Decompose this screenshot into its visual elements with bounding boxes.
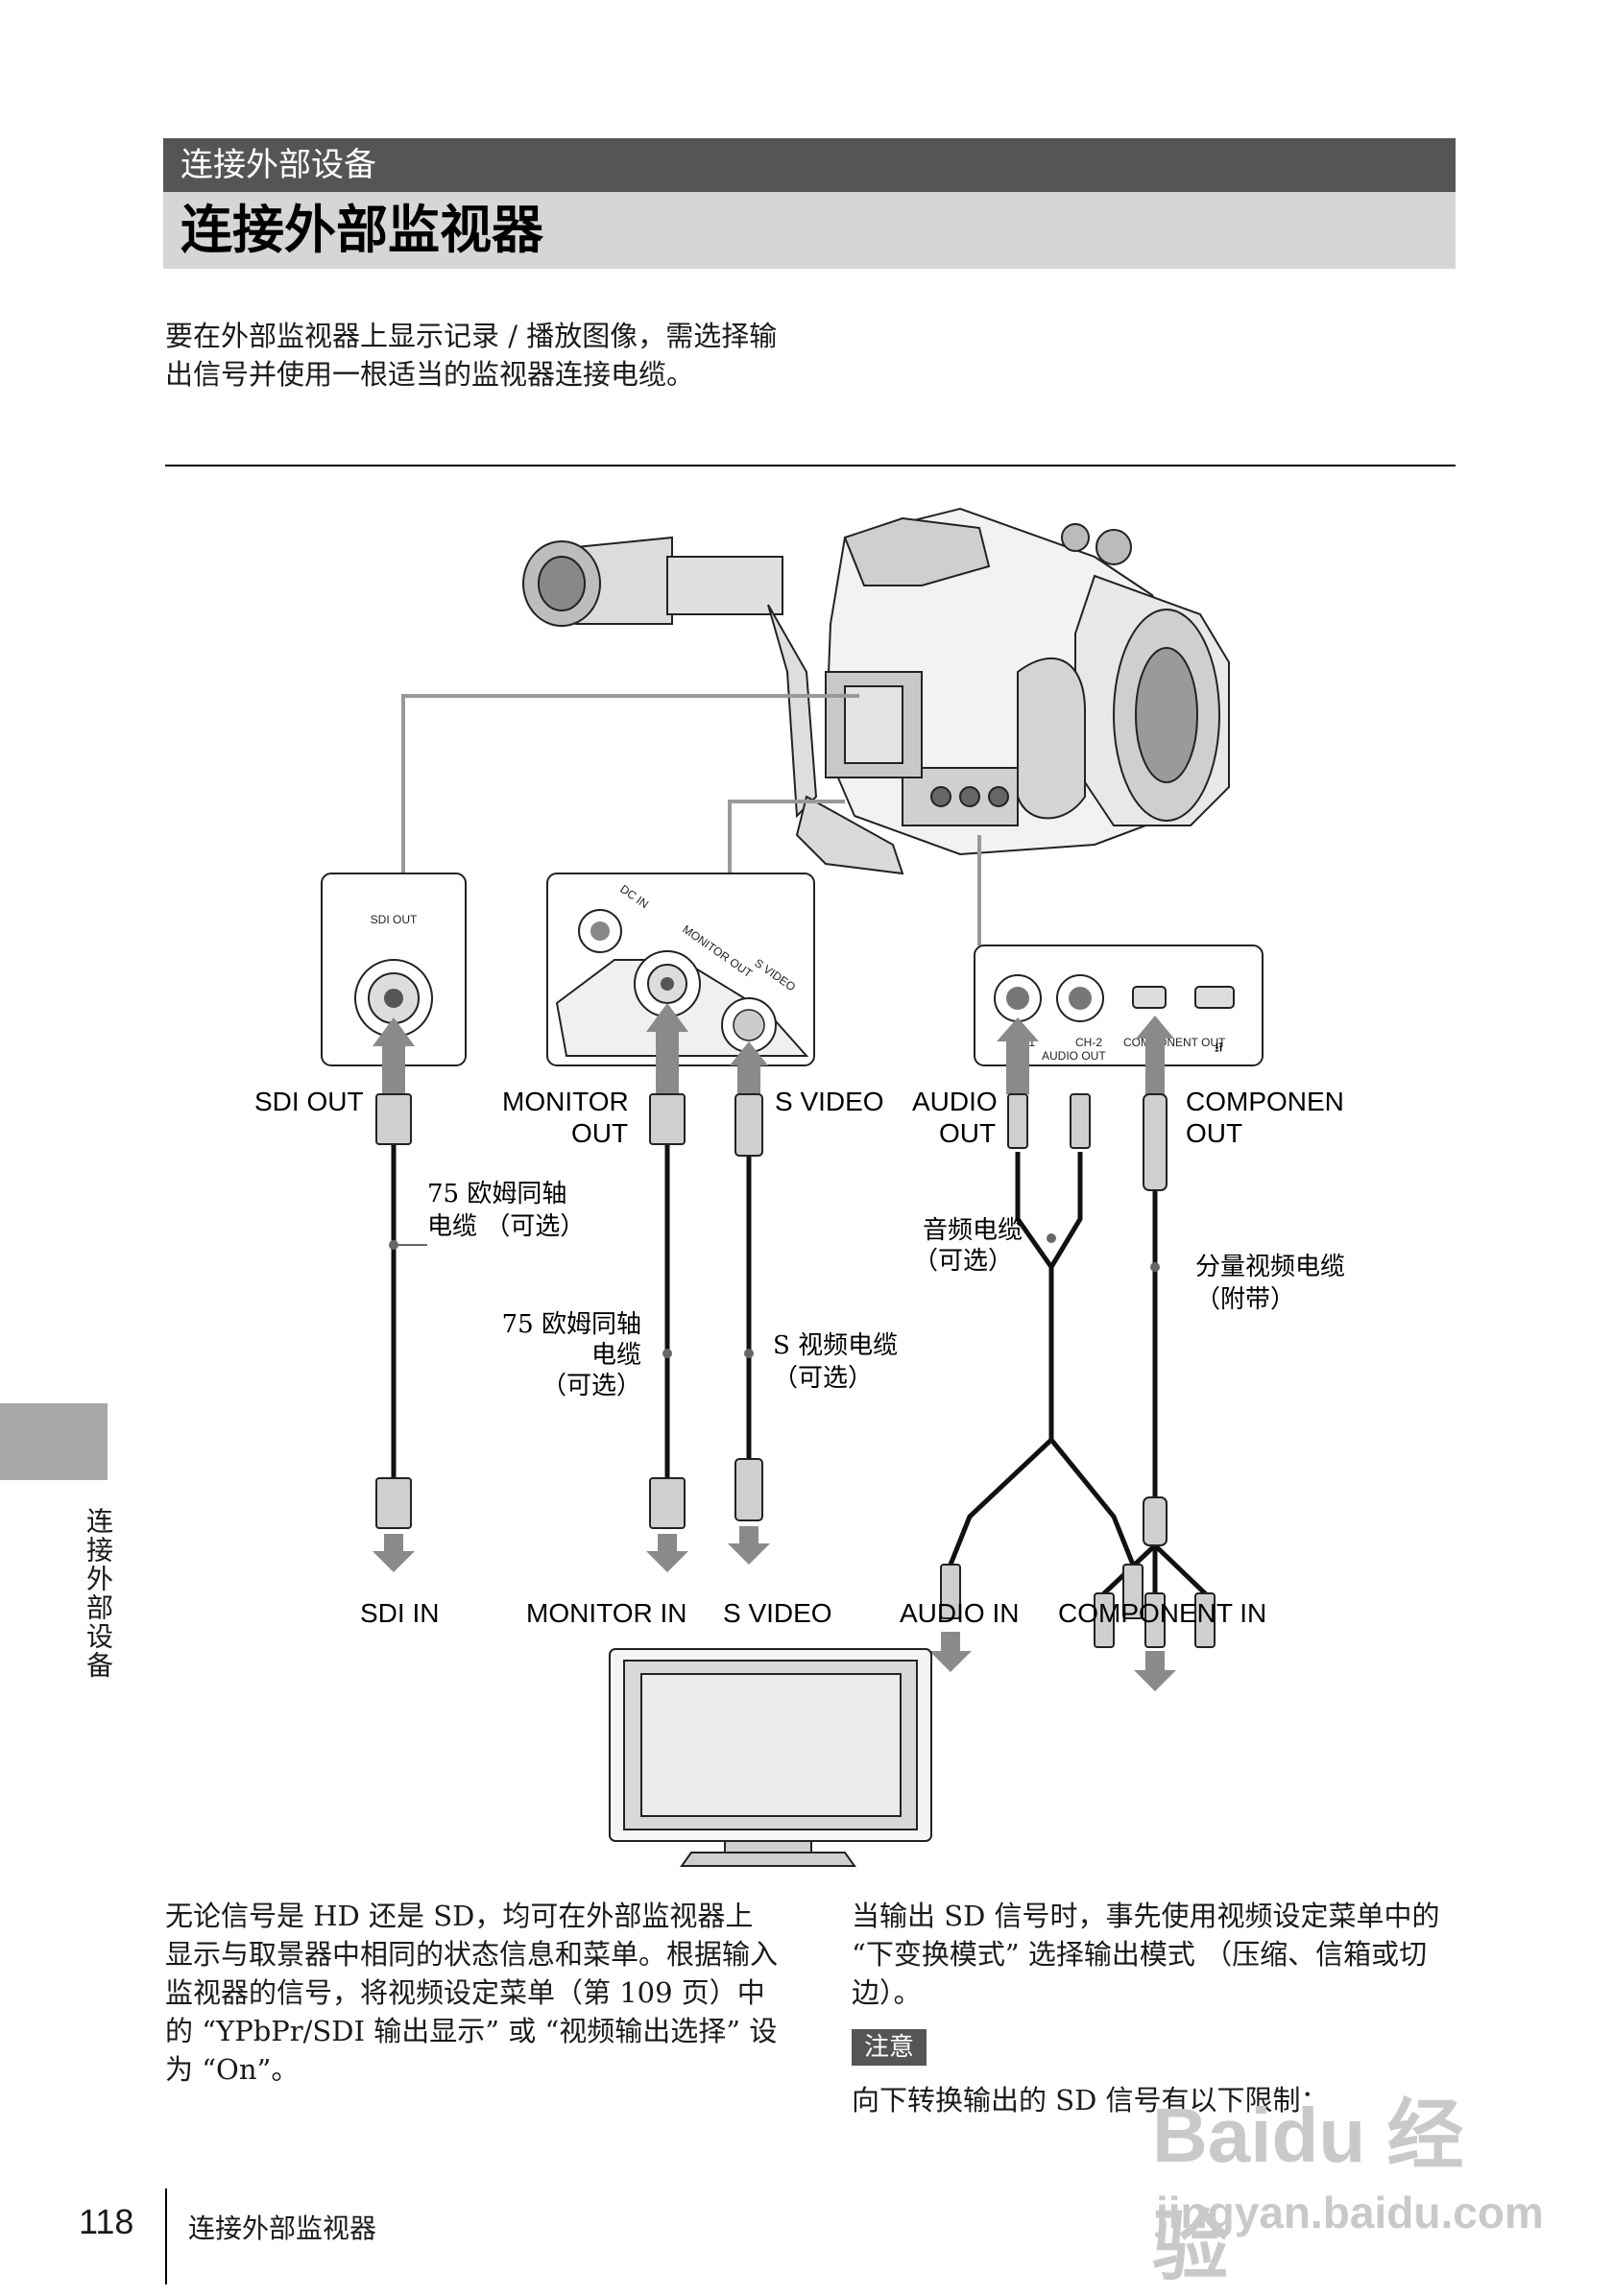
camcorder-illustration <box>522 507 1230 875</box>
baidu-watermark: Baidu 经验 jingyan.baidu.com <box>1152 2073 1544 2289</box>
output-arrows <box>373 1003 1174 1094</box>
side-tab-label: 连接外部设备 <box>83 1507 114 1680</box>
input-arrows <box>373 1526 1176 1691</box>
monitor-out-label-2: OUT <box>571 1118 628 1148</box>
usb-icon: ⭿ <box>1215 1040 1223 1056</box>
connection-diagram: SDI OUT DC IN MONITOR OUT S VIDEO CH-1 C… <box>254 507 1344 1867</box>
note-badge: 注意 <box>852 2029 927 2066</box>
audio-cable-label-b: （可选） <box>913 1247 1013 1276</box>
panel-ch2-label: CH-2 <box>1075 1036 1102 1049</box>
monitor-illustration <box>609 1648 932 1867</box>
note-text: 向下转换输出的 SD 信号有以下限制： <box>852 2084 1329 2117</box>
sdi-in-label: SDI IN <box>360 1598 439 1628</box>
watermark-url: jingyan.baidu.com <box>1156 2188 1544 2237</box>
callout-markers <box>389 1233 1160 1358</box>
component-out-label-1: COMPONENT <box>1186 1087 1344 1116</box>
s-video-cable-label-b: （可选） <box>773 1364 873 1393</box>
coax-cable-label-2b: 电缆 <box>591 1341 641 1370</box>
body-paragraph-left: 无论信号是 HD 还是 SD，均可在外部监视器上显示与取景器中相同的状态信息和菜… <box>165 1900 779 2086</box>
panel-audio-out-label: AUDIO OUT <box>1042 1049 1106 1063</box>
page-title: 连接外部监视器 <box>163 192 1456 269</box>
audio-cable-label-a: 音频电缆 <box>923 1216 1023 1245</box>
watermark-main: Baidu 经验 <box>1152 2093 1464 2289</box>
audio-in-label: AUDIO IN <box>900 1598 1019 1628</box>
audio-out-label-2: OUT <box>939 1118 996 1148</box>
page-number: 118 <box>79 2202 134 2241</box>
divider <box>165 465 1456 466</box>
monitor-out-label-1: MONITOR <box>502 1087 629 1116</box>
monitor-in-label: MONITOR IN <box>526 1598 686 1628</box>
component-out-label-2: OUT <box>1186 1118 1242 1148</box>
coax-cable-label-1b: 电缆 （可选） <box>427 1212 585 1241</box>
component-cable-label-b: （附带） <box>1195 1285 1295 1314</box>
footer-title: 连接外部监视器 <box>188 2212 377 2244</box>
coax-cable-label-2c: （可选） <box>542 1372 641 1400</box>
coax-cable-label-1a: 75 欧姆同轴 <box>427 1180 566 1208</box>
component-in-label: COMPONENT IN <box>1058 1598 1266 1628</box>
audio-out-label-1: AUDIO <box>912 1087 998 1116</box>
section-header: 连接外部设备 <box>163 138 1456 192</box>
sdi-out-label: SDI OUT <box>254 1087 364 1116</box>
coax-cable-label-2a: 75 欧姆同轴 <box>502 1310 641 1339</box>
s-video-in-label: S VIDEO <box>723 1598 832 1628</box>
cable-connectors <box>375 1093 1216 1648</box>
sdi-out-panel: SDI OUT <box>321 873 467 1066</box>
monitor-out-panel: DC IN MONITOR OUT S VIDEO <box>546 873 815 1066</box>
footer-divider <box>165 2188 167 2284</box>
side-tab <box>0 1403 108 1480</box>
panel-sdi-out-label: SDI OUT <box>371 913 418 926</box>
intro-paragraph: 要在外部监视器上显示记录 / 播放图像，需选择输出信号并使用一根适当的监视器连接… <box>165 320 778 391</box>
body-paragraph-right: 当输出 SD 信号时，事先使用视频设定菜单中的 “下变换模式” 选择输出模式 （… <box>852 1900 1440 2009</box>
audio-component-panel: CH-1 CH-2 AUDIO OUT COMPONENT OUT ⭿ <box>974 945 1264 1066</box>
s-video-cable-label-a: S 视频电缆 <box>773 1331 898 1360</box>
s-video-out-label: S VIDEO <box>775 1087 884 1116</box>
panel-connectors <box>401 694 981 945</box>
component-cable-label-a: 分量视频电缆 <box>1195 1253 1344 1281</box>
